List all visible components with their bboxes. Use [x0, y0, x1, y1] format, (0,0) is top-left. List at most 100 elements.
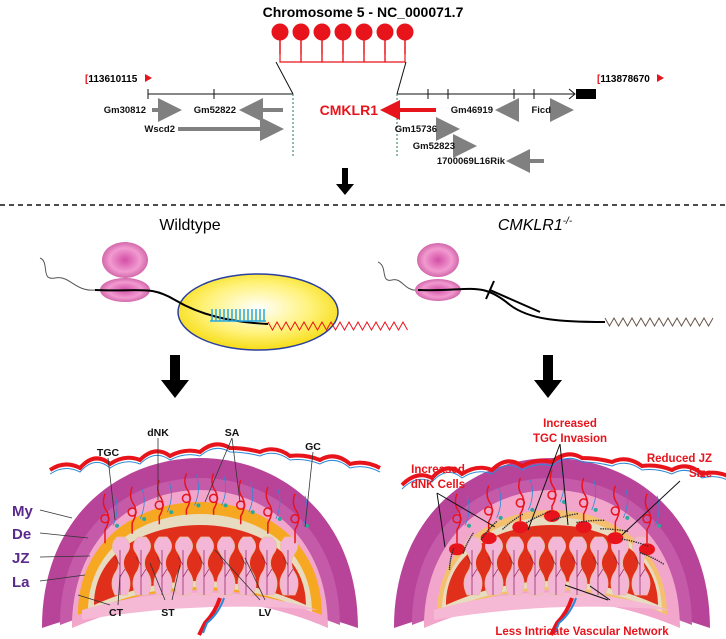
vein-branch: [112, 495, 118, 526]
dnk-cell: [526, 521, 528, 524]
dnk-cell: [660, 561, 663, 564]
fetal-vessel: [487, 550, 499, 595]
dnk-cell: [486, 530, 489, 532]
dnk-cell: [639, 552, 642, 554]
dnk-cell: [583, 520, 585, 523]
dnk-cell: [612, 528, 614, 531]
dnk-cell: [571, 513, 574, 516]
villus: [279, 536, 299, 596]
label-lv: LV: [259, 607, 272, 619]
dnk-cell: [487, 528, 490, 531]
dnk-cell: [639, 542, 642, 545]
label-my: My: [12, 503, 33, 520]
dnk-cell: [576, 521, 578, 524]
dnk-cell: [519, 514, 522, 517]
dnk-cell: [517, 516, 520, 518]
label-sa: SA: [225, 427, 240, 439]
mirna-binding-comb: [210, 309, 266, 322]
dnk-cell: [587, 520, 590, 522]
dnk-cell: [650, 556, 652, 558]
artery-coil: [547, 490, 557, 500]
villus: [526, 536, 546, 596]
gene-arrows: [152, 98, 574, 173]
fetal-vessel: [571, 550, 583, 595]
dnk-cell: [626, 539, 628, 541]
ribosome-icon: [100, 242, 150, 302]
gene-gm15736: Gm15736: [395, 124, 437, 135]
dnk-cell: [485, 531, 487, 534]
dnk-cell: [537, 515, 540, 517]
spiral-artery: [102, 493, 110, 544]
ribosome-icon: [415, 243, 461, 301]
artery-coil: [483, 506, 494, 516]
dnk-cell: [527, 520, 530, 523]
dnk-cell: [641, 552, 644, 555]
dnk-cell: [564, 515, 567, 517]
right-label-lines: [436, 443, 681, 601]
dnk-cell: [557, 517, 560, 519]
dnk-cell: [462, 552, 465, 554]
dnk-cell: [466, 543, 468, 545]
spiral-artery: [292, 493, 300, 544]
tgc-cluster: [449, 543, 465, 556]
dnk-cell: [463, 550, 465, 552]
dnk-cell: [503, 526, 506, 529]
dnk-cell: [506, 523, 509, 526]
dnk-cell: [481, 536, 484, 539]
dnk-cell: [595, 519, 597, 522]
dnk-cell: [597, 519, 600, 522]
glycogen-cell: [467, 523, 471, 528]
dnk-cell: [652, 557, 654, 559]
villus: [195, 536, 215, 596]
dnk-cell: [646, 554, 648, 557]
villus: [216, 536, 236, 596]
dnk-cell: [544, 512, 546, 515]
coord-start: [113610115: [85, 74, 152, 85]
dnk-cell: [452, 547, 455, 550]
dnk-cell: [551, 519, 553, 522]
dnk-cell: [590, 519, 592, 522]
glycogen-cell: [657, 523, 661, 528]
dnk-cell: [449, 559, 452, 561]
glycogen-cell: [169, 510, 174, 515]
dnk-cell: [602, 519, 605, 522]
gene-gm30812: Gm30812: [104, 105, 146, 116]
exon-bracket: [384, 54, 406, 63]
artery-coil: [208, 493, 219, 504]
dnk-cell: [592, 519, 595, 522]
artery-coil: [181, 493, 192, 504]
label-increased-tgc-1: Increased: [543, 418, 597, 430]
vein-branch: [194, 475, 199, 506]
vein-branch: [166, 482, 172, 513]
dnk-cell: [512, 519, 514, 522]
artery-coil: [578, 498, 589, 508]
villus: [132, 536, 152, 596]
artery-coil: [290, 514, 300, 524]
dnk-cell: [489, 527, 491, 529]
vein-branch: [496, 487, 502, 519]
artery-coil: [515, 498, 526, 508]
spiral-artery: [454, 493, 462, 544]
exon-bracket: [363, 54, 386, 63]
dnk-cell: [482, 535, 485, 537]
dnk-cell: [448, 568, 451, 571]
exon-circle: [271, 23, 289, 41]
exon-bracket: [321, 54, 344, 63]
dnk-cell: [600, 528, 602, 530]
artery-coil: [610, 506, 621, 516]
dnk-cell: [628, 539, 631, 542]
dnk-cell: [569, 514, 571, 516]
dnk-cell: [542, 513, 544, 516]
fetal-vessel: [634, 550, 646, 595]
fetal-vessel: [198, 550, 210, 595]
dnk-cell: [656, 559, 659, 562]
spiral-artery: [612, 485, 620, 533]
coord-end: [113878670: [597, 74, 664, 85]
dnk-cell: [468, 537, 471, 540]
dnk-cell: [515, 517, 518, 519]
dnk-cell: [630, 540, 633, 542]
dnk-cell: [604, 528, 607, 530]
vein-branch: [139, 488, 145, 520]
exon-circle: [376, 23, 394, 41]
fetal-vessel: [529, 550, 541, 595]
